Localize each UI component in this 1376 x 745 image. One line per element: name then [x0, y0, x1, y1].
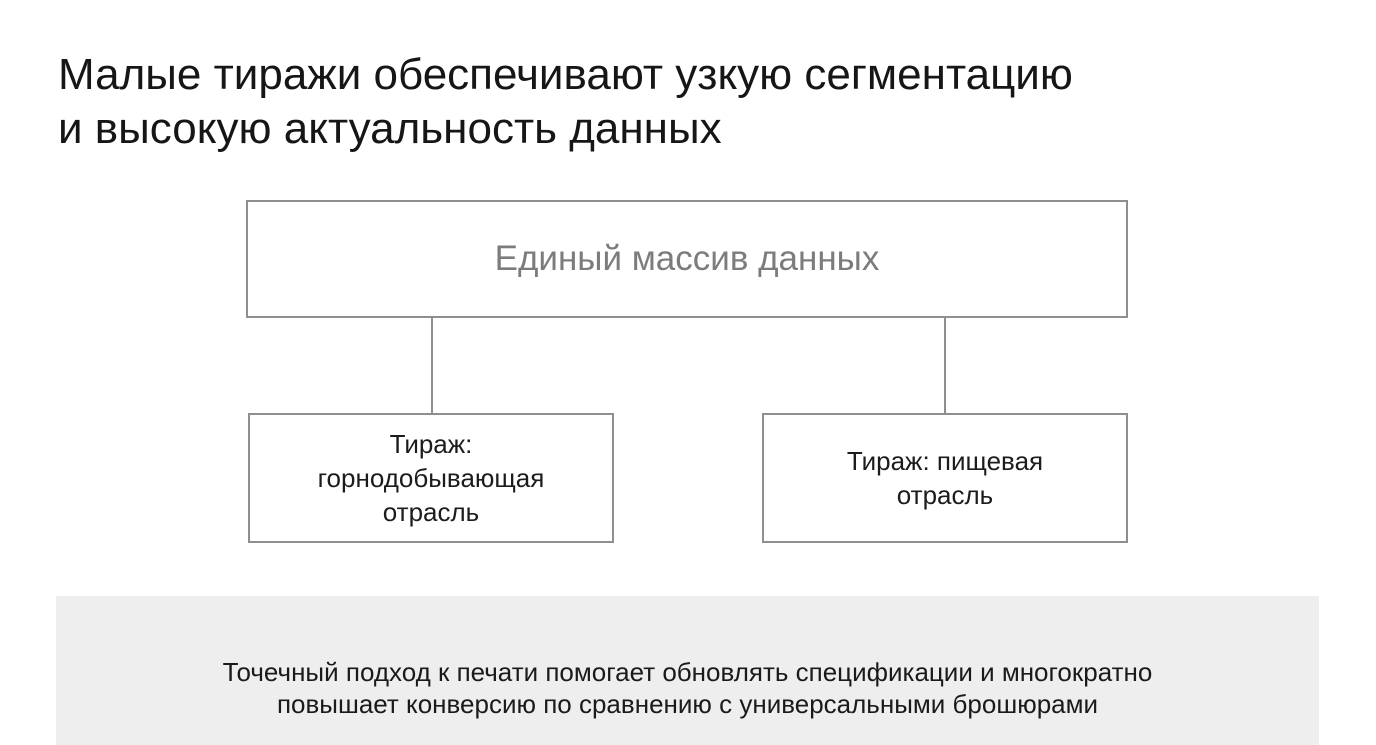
title-line-1: Малые тиражи обеспечивают узкую сегмента…: [58, 50, 1073, 99]
root-node-label: Единый массив данных: [494, 239, 880, 278]
slide-title: Малые тиражи обеспечивают узкую сегмента…: [58, 48, 1318, 156]
title-line-2: и высокую актуальность данных: [58, 104, 722, 153]
child-node-food-label: Тираж: пищевая отрасль: [846, 446, 1044, 510]
child-node-mining: Тираж: горнодобывающая отрасль: [248, 413, 614, 543]
child-node-mining-label: Тираж: горнодобывающая отрасль: [317, 429, 545, 527]
footer-text: Точечный подход к печати помогает обновл…: [222, 656, 1153, 719]
footer-note: Точечный подход к печати помогает обновл…: [56, 596, 1319, 745]
child-node-food: Тираж: пищевая отрасль: [762, 413, 1128, 543]
root-node: Единый массив данных: [246, 200, 1128, 318]
